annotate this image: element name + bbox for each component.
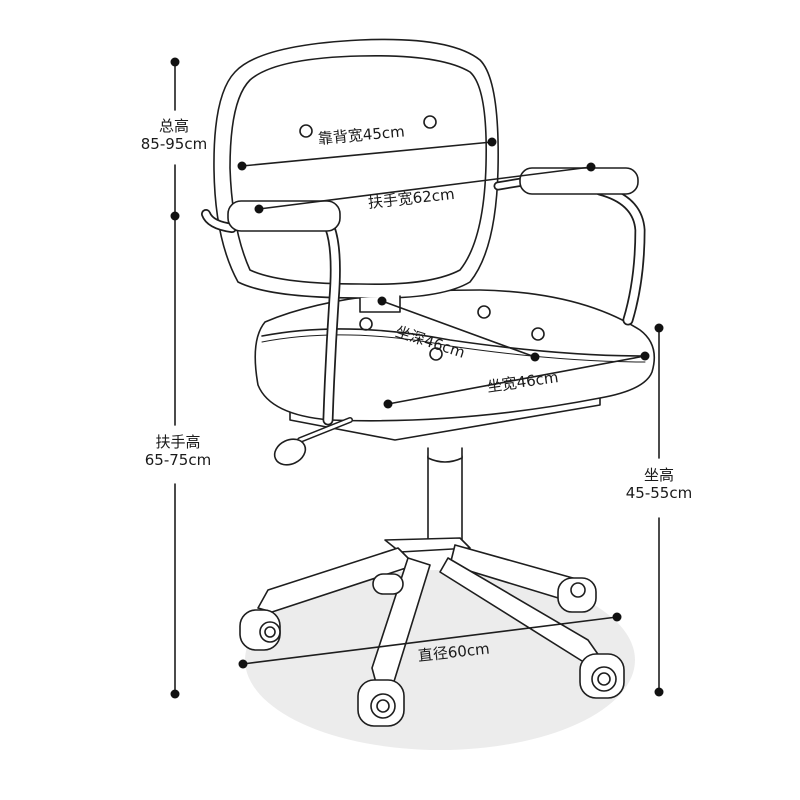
seat-tuft	[477, 305, 491, 319]
armrest-pad-right	[519, 167, 639, 195]
marker-dot	[238, 659, 248, 669]
height-lever	[273, 417, 353, 466]
backrest-width-line	[241, 141, 493, 167]
dimension-lines	[174, 61, 660, 695]
marker-dot	[170, 57, 180, 67]
backrest-tuft	[299, 124, 313, 138]
chair-backrest	[213, 38, 499, 313]
seat-height-value: 45-55cm	[625, 484, 693, 502]
marker-dot	[487, 137, 497, 147]
marker-dot	[640, 351, 650, 361]
seat-tuft	[429, 347, 443, 361]
marker-dot	[612, 612, 622, 622]
marker-dot	[383, 399, 393, 409]
marker-dot	[170, 689, 180, 699]
armrest-right	[493, 167, 646, 326]
marker-dot	[586, 162, 596, 172]
marker-dot	[237, 161, 247, 171]
seat-width-line	[387, 355, 646, 405]
armrest-width-line	[258, 166, 592, 210]
seat-depth-line	[381, 300, 536, 358]
marker-dot	[654, 323, 664, 333]
total-height-value: 85-95cm	[140, 135, 208, 153]
backrest-cushion	[229, 55, 487, 286]
marker-dot	[377, 296, 387, 306]
seat-height-name: 坐高	[643, 466, 674, 484]
backrest-tuft	[423, 115, 437, 129]
dimension-markers	[170, 57, 664, 699]
marker-dot	[170, 211, 180, 221]
marker-dot	[654, 687, 664, 697]
marker-dot	[254, 204, 264, 214]
marker-dot	[530, 352, 540, 362]
armrest-height-label: 扶手高 65-75cm	[128, 433, 228, 469]
seat-tuft	[531, 327, 545, 341]
chair-seat	[254, 289, 656, 441]
caster-wheel	[357, 679, 405, 727]
gas-cylinder	[427, 455, 463, 546]
armrest-height-name: 扶手高	[155, 433, 201, 451]
armrest-height-value: 65-75cm	[144, 451, 212, 469]
seat-cushion	[254, 289, 656, 422]
total-height-name: 总高	[158, 117, 189, 135]
base-diameter-line	[242, 616, 618, 665]
total-height-label: 总高 85-95cm	[128, 117, 220, 153]
caster-wheel	[557, 577, 597, 613]
caster-wheel	[372, 573, 404, 595]
caster-wheel	[579, 653, 625, 699]
chair-base	[239, 447, 625, 727]
seat-height-label: 坐高 45-55cm	[611, 466, 707, 502]
caster-wheel	[239, 609, 281, 651]
seat-tuft	[359, 317, 373, 331]
